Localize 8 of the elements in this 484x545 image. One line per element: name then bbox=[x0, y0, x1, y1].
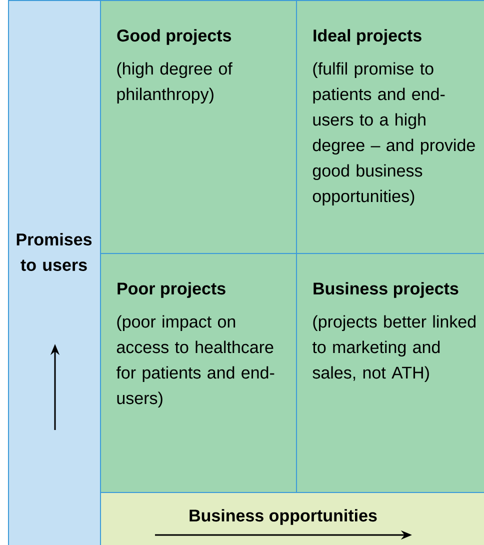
node-label: Business projects bbox=[314, 282, 458, 298]
quadrant-box: Ideal projects (fulfil promise to patients and end-users to a high degree – and provide good business opportunities) bbox=[296, 0, 484, 254]
axis-band: Business opportunities bbox=[100, 492, 484, 545]
quadrant-box: Good projects (high degree of philanthropy) bbox=[100, 0, 297, 254]
node-label: (projects better linked to marketing and sales, not ATH) bbox=[312, 315, 476, 382]
quadrant-box: Business projects (projects better linked to marketing and sales, not ATH) bbox=[296, 253, 484, 493]
quadrant-box: Poor projects (poor impact on access to healthcare for patients and end-users) bbox=[100, 253, 297, 493]
axis-band: Promises to users bbox=[8, 0, 101, 545]
